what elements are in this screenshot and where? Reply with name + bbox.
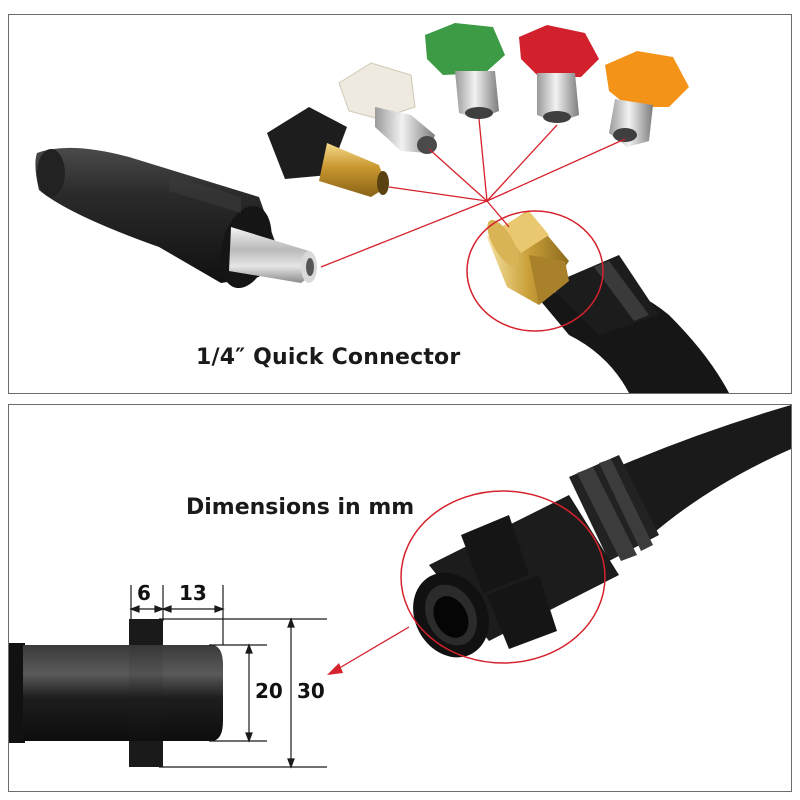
pointer-lines <box>320 118 626 268</box>
dimensions-caption: Dimensions in mm <box>186 495 415 520</box>
coupler-highlight-circle <box>466 210 604 332</box>
quick-connector-illustration <box>35 23 729 393</box>
dimension-label-6: 6 <box>137 581 151 605</box>
pointer-arrow <box>327 626 410 675</box>
top-panel: 1/4″ Quick Connector <box>8 14 792 394</box>
green-nozzle-tip <box>425 23 505 119</box>
adapter-dimensions-illustration <box>9 405 791 769</box>
red-nozzle-tip <box>519 25 599 123</box>
dimension-label-20: 20 <box>255 679 283 703</box>
white-nozzle-tip <box>338 62 437 154</box>
adapter-highlight-circle <box>400 490 606 664</box>
angled-adapter <box>413 405 791 658</box>
black-nozzle-tip <box>267 107 389 197</box>
quick-connector-caption: 1/4″ Quick Connector <box>196 345 461 370</box>
bottom-panel: Dimensions in mm 6 13 20 30 <box>8 404 792 792</box>
dimension-label-30: 30 <box>297 679 325 703</box>
dimension-lines <box>129 585 327 769</box>
orange-nozzle-tip <box>605 51 689 147</box>
turbo-nozzle <box>35 147 317 289</box>
hose-with-coupler <box>487 211 729 393</box>
dimension-label-13: 13 <box>179 581 207 605</box>
adapter-profile <box>9 619 223 767</box>
